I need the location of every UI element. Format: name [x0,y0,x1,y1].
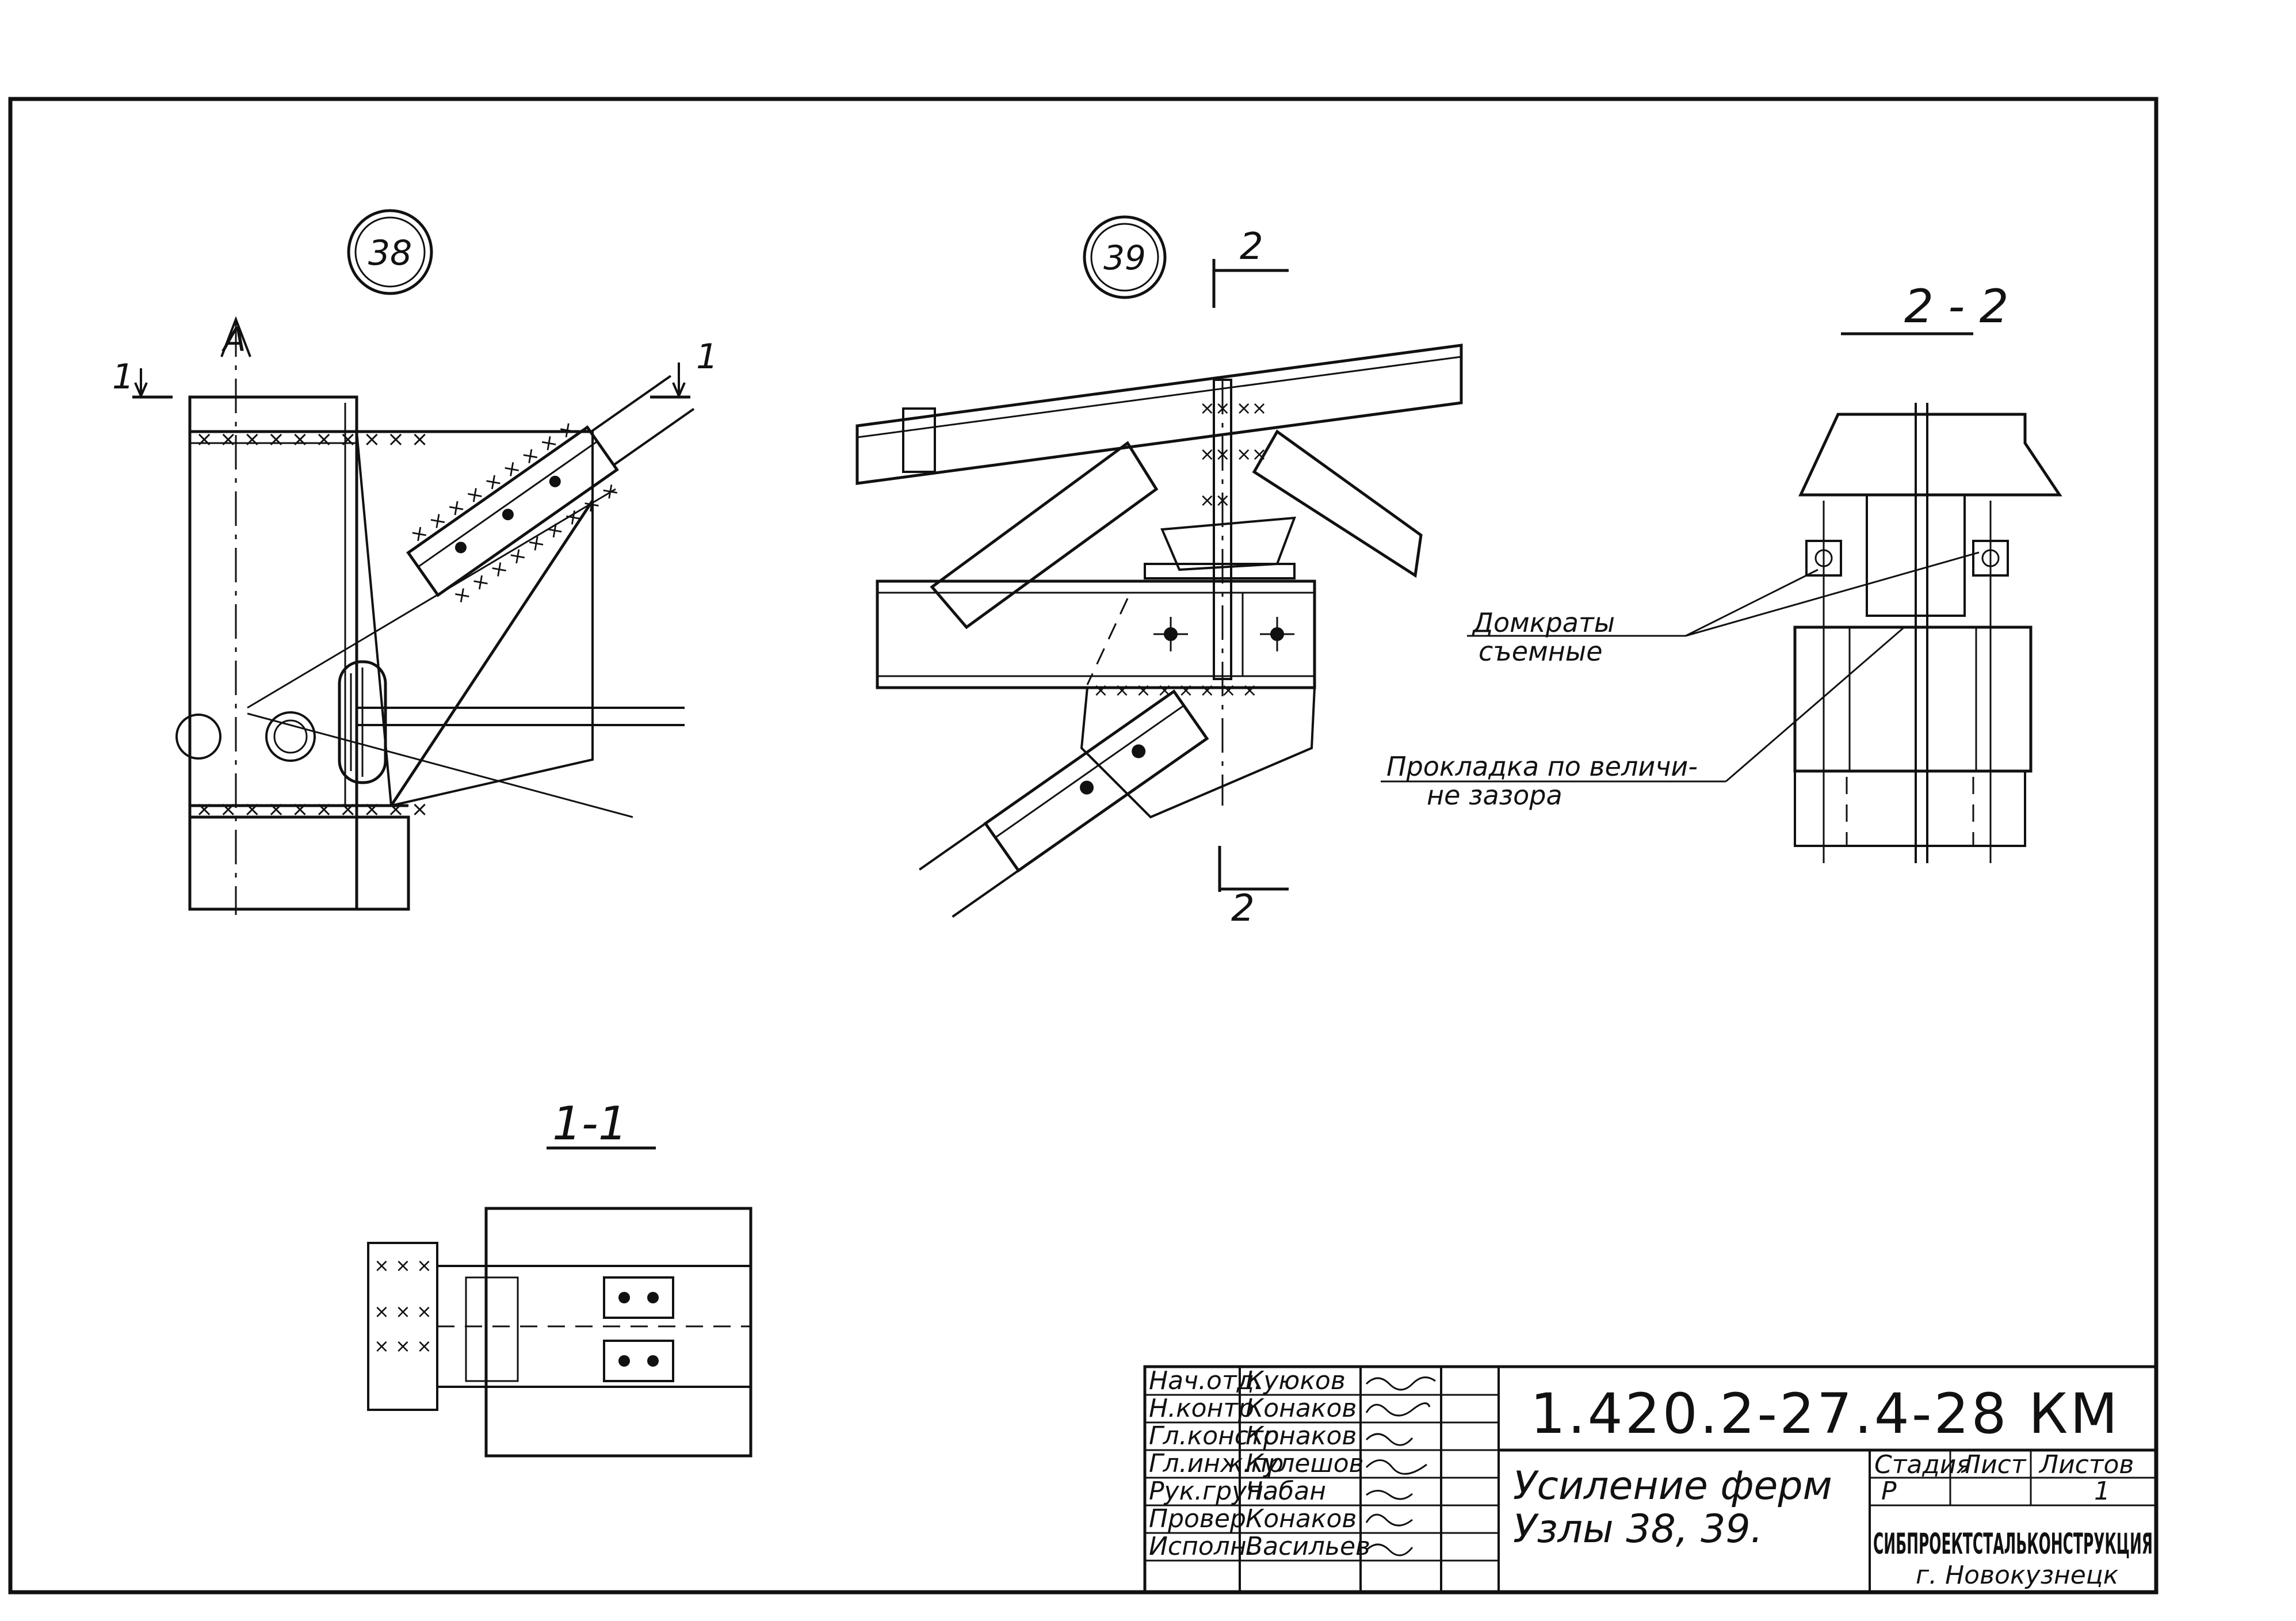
section-1-1-drawing: 1-1 × × × × × × × × × [367,1097,752,1458]
svg-text:× × × × × × × ×: × × × × × × × × [1093,679,1258,701]
staff-name-3: Конаков [1246,1421,1357,1451]
shim-label-line1: Прокладка по величи- [1386,751,1698,782]
axis-mark: А [221,320,246,359]
stage-header: Стадия [1874,1450,1972,1479]
staff-name-1: Куюков [1246,1366,1346,1395]
section-2-top-label: 2 [1240,226,1263,268]
staff-name-6: Конаков [1246,1504,1357,1534]
svg-text:× × ×: × × × [374,1300,432,1322]
section-2-bottom-label: 2 [1231,887,1255,930]
jacks-label-line1: Домкраты [1472,607,1615,638]
node-39-label: 39 [1103,238,1146,277]
svg-text:×× ××: ×× ×× [1199,397,1267,419]
sheets-header: Листов [2038,1450,2134,1479]
staff-role-3: Гл.констр [1149,1421,1279,1451]
shim-label-line2: не зазора [1427,780,1562,811]
sheet-frame [8,97,2159,1595]
section-2-2-drawing: 2 - 2 [1793,280,2062,863]
node-38-drawing: 38 А 1 1 × × × × × × × × × × × × × × × ×… [112,209,718,915]
shim-callout: Прокладка по величи- не зазора [1381,626,1905,811]
view-2-2-label: 2 - 2 [1904,280,2009,333]
svg-text:××: ×× [1199,489,1231,511]
staff-role-5: Рук.груп. [1149,1477,1271,1506]
title-line-1: Усиление ферм [1513,1463,1832,1509]
view-1-1-label: 1-1 [552,1097,628,1150]
stage-value: Р [1881,1477,1897,1506]
staff-role-1: Нач.отд. [1149,1366,1262,1395]
svg-text:× × ×: × × × [374,1254,432,1276]
node-38-marker [347,209,433,295]
staff-role-2: Н.контр [1149,1394,1254,1423]
sheet-header: Лист [1961,1450,2027,1479]
staff-role-7: Исполн. [1149,1532,1255,1561]
signatures [1365,1376,1436,1557]
jacks-label-line2: съемные [1479,636,1603,667]
staff-name-7: Васильев [1246,1532,1370,1561]
title-block: Нач.отд. Куюков Н.контр Конаков Гл.конст… [1143,1365,2158,1594]
staff-role-6: Провер [1149,1504,1246,1534]
section-1-left-label: 1 [112,357,134,397]
node-39-drawing: 39 2 2 ×× ×× ×× ×× ×× × × × × × × × × [855,215,1463,930]
svg-text:× × ×: × × × [374,1335,432,1357]
sheets-value: 1 [2094,1477,2110,1506]
section-1-right-label: 1 [696,337,718,377]
jacks-callout: Домкраты съемные [1467,551,1980,667]
svg-text:×× ××: ×× ×× [1199,443,1267,465]
staff-role-4: Гл.инж.пр [1149,1449,1283,1478]
organization-city: г. Новокузнецк [1916,1561,2119,1590]
node-39-marker [1083,215,1167,299]
staff-name-5: Чабан [1246,1477,1326,1506]
node-38-label: 38 [368,233,412,273]
staff-name-4: Кулешов [1246,1449,1364,1478]
organization-name: СИБПРОЕКТСТАЛЬКОНСТРУКЦИЯ [1873,1527,2153,1561]
document-code: 1.420.2-27.4-28 КМ [1530,1382,2120,1446]
title-line-2: Узлы 38, 39. [1513,1506,1763,1552]
staff-name-2: Конаков [1246,1394,1357,1423]
